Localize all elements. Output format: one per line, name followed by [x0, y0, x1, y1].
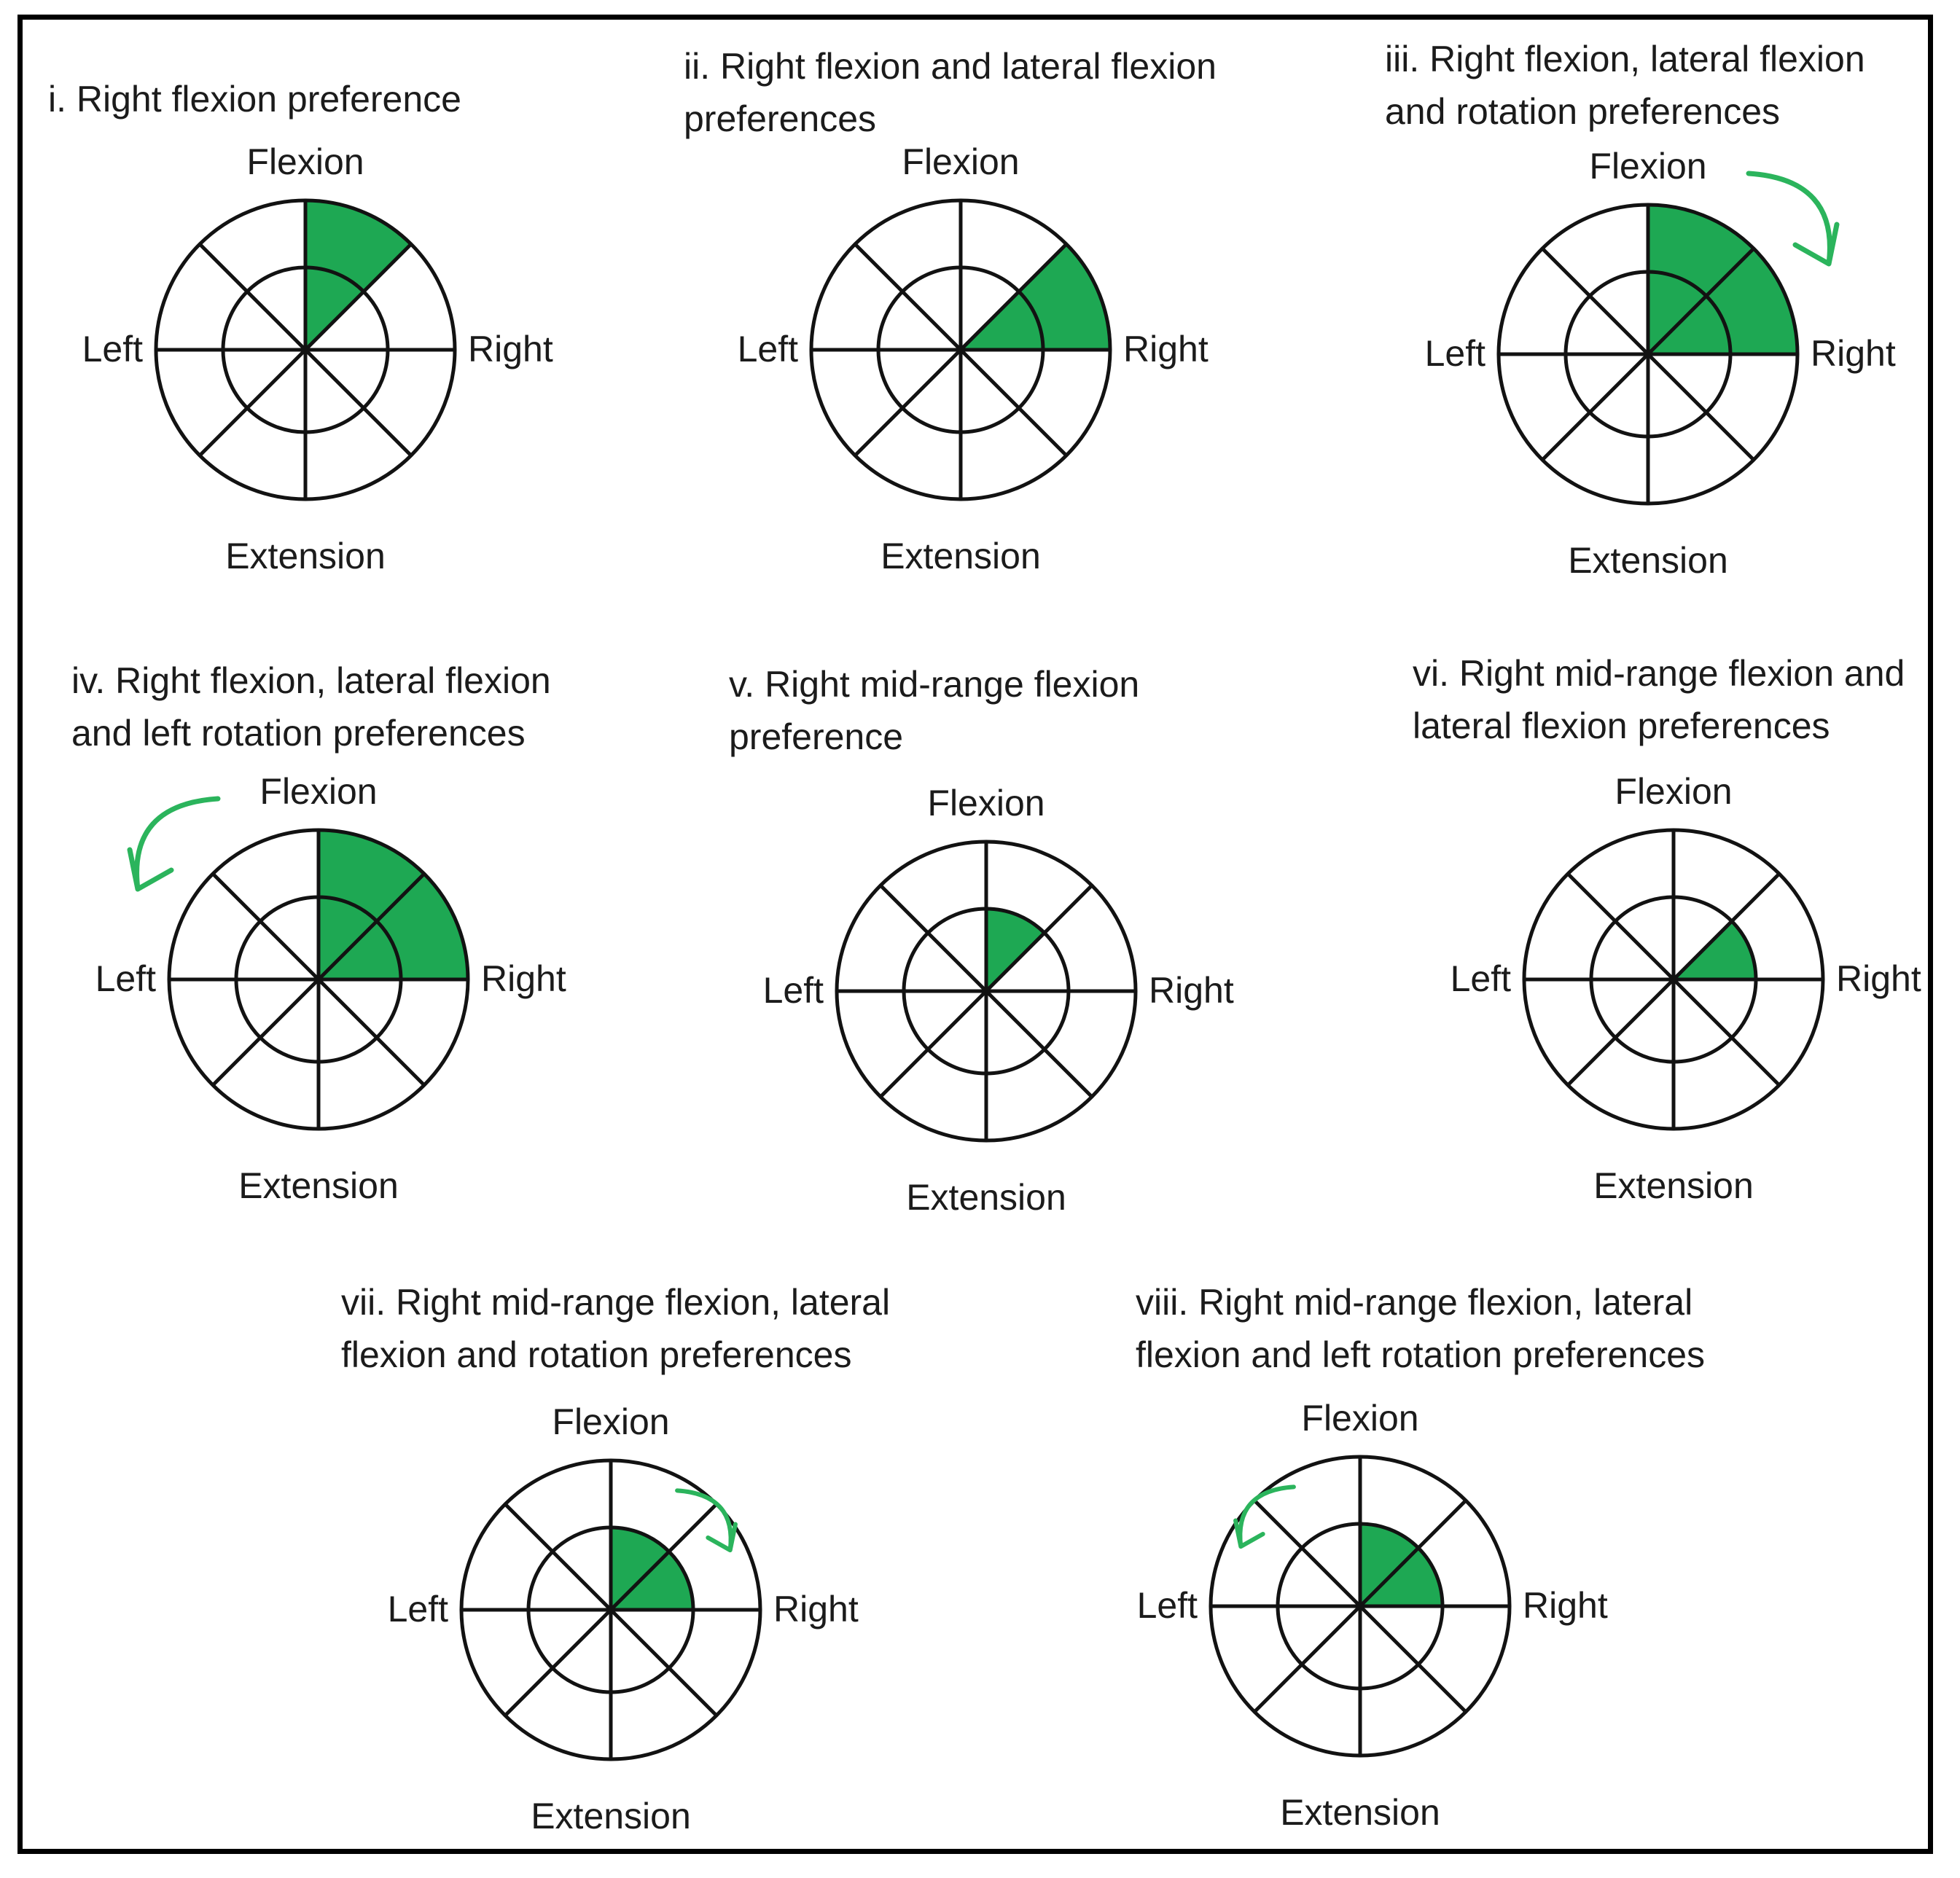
extension-label: Extension	[1280, 1792, 1440, 1833]
panel-title-line: vii. Right mid-range flexion, lateral	[341, 1282, 891, 1323]
shaded-sector	[1674, 921, 1756, 979]
preference-wheel-ii	[809, 198, 1112, 501]
spoke-line	[854, 243, 1068, 457]
right-label: Right	[468, 329, 553, 369]
extension-label: Extension	[1568, 540, 1728, 581]
preference-wheel-i	[154, 198, 457, 501]
panel-title-line: lateral flexion preferences	[1413, 705, 1830, 746]
rotation-arrow-counterclockwise	[1233, 1484, 1296, 1549]
panel-title-line: i. Right flexion preference	[48, 79, 461, 120]
flexion-label: Flexion	[246, 141, 364, 182]
panel-title-viii: viii. Right mid-range flexion, lateral f…	[1136, 1276, 1705, 1381]
flexion-label: Flexion	[1301, 1398, 1419, 1439]
panel-title-line: ii. Right flexion and lateral flexion	[684, 46, 1217, 87]
flexion-label: Flexion	[259, 771, 378, 812]
extension-label: Extension	[881, 536, 1041, 576]
spoke-line	[1566, 872, 1781, 1087]
panel-title-line: vi. Right mid-range flexion and	[1413, 653, 1905, 694]
figure-border	[17, 15, 1933, 1854]
preference-wheel-iv	[127, 796, 470, 1131]
right-label: Right	[1123, 329, 1209, 369]
shaded-sector	[305, 200, 411, 350]
left-label: Left	[762, 970, 824, 1011]
panel-title-vii: vii. Right mid-range flexion, lateral fl…	[341, 1276, 890, 1381]
panel-title-line: and left rotation preferences	[71, 713, 526, 754]
spoke-line	[1253, 1499, 1467, 1713]
spoke-line	[504, 1503, 718, 1717]
preference-wheel-vi	[1522, 828, 1825, 1131]
extension-label: Extension	[238, 1165, 399, 1206]
preference-wheel-vii	[459, 1458, 762, 1761]
spoke-line	[879, 884, 1093, 1098]
left-label: Left	[1136, 1585, 1198, 1626]
preference-wheel-iii	[1496, 171, 1840, 506]
flexion-label: Flexion	[927, 783, 1045, 823]
left-label: Left	[82, 329, 143, 369]
right-label: Right	[1523, 1585, 1608, 1626]
flexion-label: Flexion	[1615, 771, 1733, 812]
panel-title-iv: iv. Right flexion, lateral flexion and l…	[71, 654, 551, 759]
preference-wheel-v	[835, 840, 1138, 1143]
left-label: Left	[737, 329, 798, 369]
panel-title-vi: vi. Right mid-range flexion and lateral …	[1413, 647, 1905, 752]
flexion-label: Flexion	[902, 141, 1020, 182]
panel-title-line: preferences	[684, 98, 877, 139]
right-label: Right	[1836, 958, 1921, 999]
panel-title-line: v. Right mid-range flexion	[729, 664, 1140, 705]
preference-wheel-viii	[1209, 1455, 1512, 1758]
flexion-label: Flexion	[1589, 146, 1707, 187]
left-label: Left	[387, 1589, 448, 1629]
shaded-sector	[961, 244, 1110, 350]
panel-title-line: flexion and left rotation preferences	[1136, 1334, 1706, 1375]
panel-title-line: preference	[729, 716, 904, 757]
panel-title-ii: ii. Right flexion and lateral flexion pr…	[684, 40, 1217, 145]
left-label: Left	[1424, 333, 1485, 374]
right-label: Right	[1811, 333, 1896, 374]
extension-label: Extension	[1593, 1165, 1754, 1206]
right-label: Right	[773, 1589, 859, 1629]
panel-title-line: iv. Right flexion, lateral flexion	[71, 660, 551, 701]
panel-title-line: viii. Right mid-range flexion, lateral	[1136, 1282, 1693, 1323]
right-label: Right	[481, 958, 566, 999]
left-label: Left	[95, 958, 156, 999]
panel-title-line: flexion and rotation preferences	[341, 1334, 852, 1375]
left-label: Left	[1450, 958, 1511, 999]
right-label: Right	[1149, 970, 1234, 1011]
panel-title-v: v. Right mid-range flexion preference	[729, 658, 1139, 763]
shaded-sector	[986, 909, 1045, 991]
extension-label: Extension	[906, 1177, 1066, 1218]
panel-title-line: iii. Right flexion, lateral flexion	[1385, 39, 1865, 79]
rotation-arrow-counterclockwise	[127, 796, 221, 892]
spoke-line	[198, 243, 413, 457]
spoke-line	[211, 872, 426, 1087]
spoke-line	[1541, 247, 1755, 461]
extension-label: Extension	[531, 1796, 691, 1836]
panel-title-i: i. Right flexion preference	[48, 73, 461, 125]
panel-title-iii: iii. Right flexion, lateral flexion and …	[1385, 33, 1865, 138]
extension-label: Extension	[225, 536, 386, 576]
rotation-arrow-clockwise	[675, 1488, 738, 1553]
flexion-label: Flexion	[552, 1401, 670, 1442]
panel-title-line: and rotation preferences	[1385, 91, 1781, 132]
rotation-arrow-clockwise	[1746, 171, 1840, 267]
